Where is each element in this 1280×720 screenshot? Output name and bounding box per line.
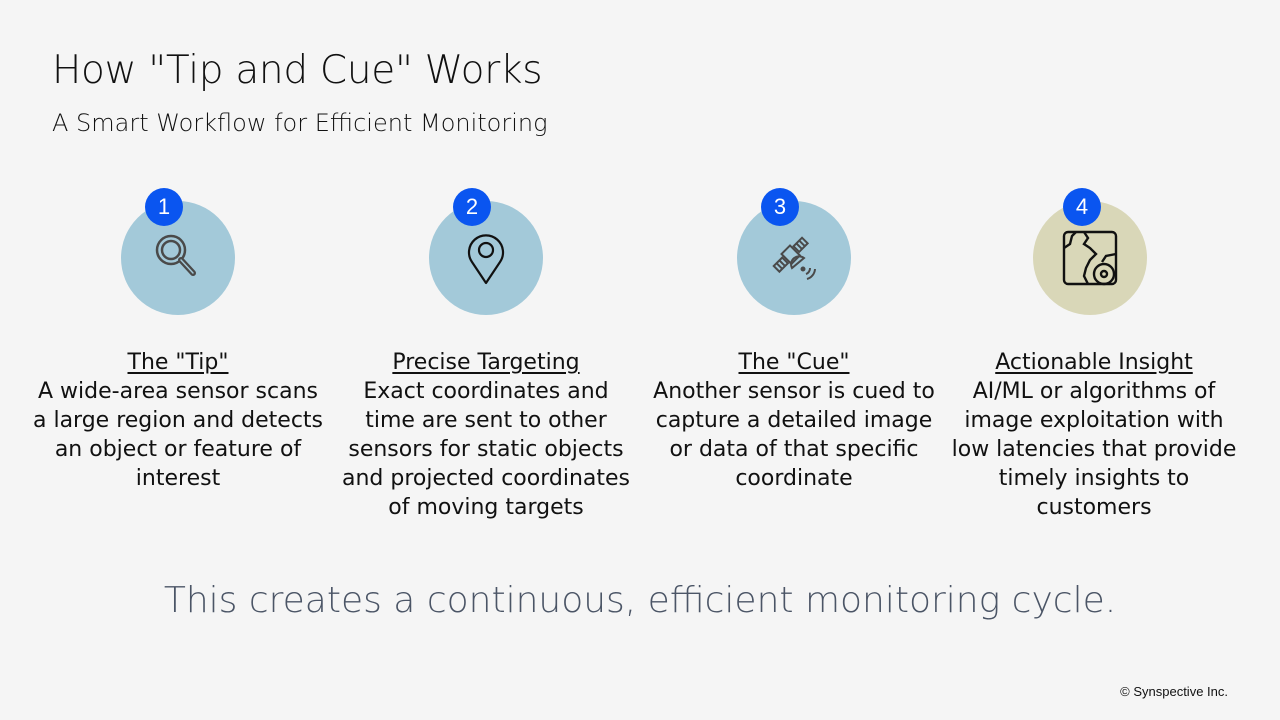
step-number-badge: 4 bbox=[1063, 188, 1101, 226]
satellite-icon bbox=[772, 236, 816, 280]
map-insight-icon bbox=[1062, 230, 1118, 286]
step-heading: The "Tip" bbox=[127, 350, 229, 375]
step-number-badge: 2 bbox=[453, 188, 491, 226]
step-number-badge: 1 bbox=[145, 188, 183, 226]
step-heading: Precise Targeting bbox=[392, 350, 580, 375]
step-description: Another sensor is cued to capture a deta… bbox=[653, 379, 935, 491]
step-icon-circle bbox=[737, 201, 851, 315]
page-subtitle: A Smart Workflow for Efficient Monitorin… bbox=[52, 109, 548, 137]
step-heading: Actionable Insight bbox=[995, 350, 1193, 375]
tagline: This creates a continuous, efficient mon… bbox=[163, 580, 1117, 621]
step-icon-circle bbox=[429, 201, 543, 315]
step-description: Exact coordinates and time are sent to o… bbox=[341, 379, 631, 520]
copyright: © Synspective Inc. bbox=[1120, 684, 1228, 699]
step-description: A wide-area sensor scans a large region … bbox=[32, 379, 324, 491]
step-icon-circle bbox=[121, 201, 235, 315]
page-title: How "Tip and Cue" Works bbox=[52, 48, 543, 93]
step-heading: The "Cue" bbox=[738, 350, 850, 375]
step-description: AI/ML or algorithms of image exploitatio… bbox=[951, 379, 1237, 520]
magnifier-icon bbox=[155, 234, 196, 276]
step-number-badge: 3 bbox=[761, 188, 799, 226]
map-pin-icon bbox=[467, 234, 505, 285]
